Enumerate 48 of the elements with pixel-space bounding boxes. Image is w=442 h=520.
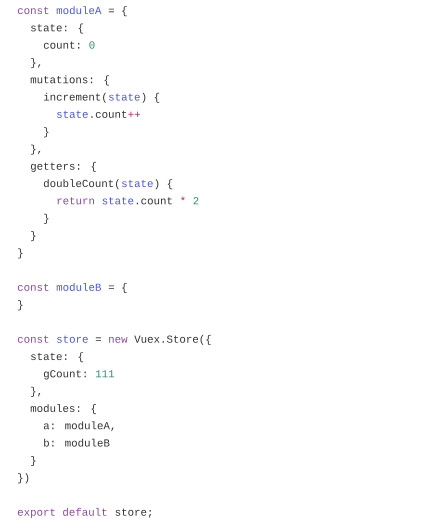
code-text: count: [44,41,80,49]
code-text: export default [18,508,106,518]
code-text: mutations: { [30,75,109,86]
code-text: gCount: [44,370,86,380]
code-text: const [18,6,48,14]
code-text: a: moduleA, [44,421,114,432]
code-text: const [18,284,48,291]
code-text: 2 [193,197,198,204]
code-text: = [96,337,102,341]
code-text: new [109,336,128,343]
code-text: ++ [128,112,140,117]
code-text: moduleB [56,283,101,291]
code-text: getters: { [30,162,96,172]
code-text: = { [108,283,127,294]
code-text: } [44,214,48,224]
code-text: const [18,336,48,343]
code-text: state [57,110,88,118]
code-text: .count [91,110,126,118]
code-text: }) [18,473,28,484]
code-text: Vuex.Store({ [134,334,211,345]
code-text: state: { [31,352,84,362]
code-text: 0 [89,41,94,49]
code-text: } [18,248,22,258]
code-text: increment( [44,92,106,103]
code-text: 111 [96,370,114,378]
code-text: }, [31,386,40,397]
code-text: doubleCount( [44,179,119,190]
code-text: }, [31,144,40,155]
code-text: ) { [155,179,172,190]
code-text: * [181,196,185,200]
code-text: moduleA [56,6,102,14]
code-text: return [57,197,94,204]
code-text: } [31,456,36,466]
code-text: store; [116,508,152,518]
code-text: state [109,93,140,101]
code-text: } [44,127,48,138]
code-text: = { [108,6,127,16]
code-text: }, [31,58,40,68]
code-text: state: { [31,24,84,34]
code-text: b: moduleB [44,438,110,447]
code-text: ) { [142,92,160,103]
code-text: } [18,300,22,310]
code-text: .count [136,197,172,204]
code-text: state [122,180,153,188]
code-text: modules: { [30,404,96,414]
code-text: store [57,336,88,343]
code-text: } [31,231,36,242]
code-text: state [102,197,134,204]
